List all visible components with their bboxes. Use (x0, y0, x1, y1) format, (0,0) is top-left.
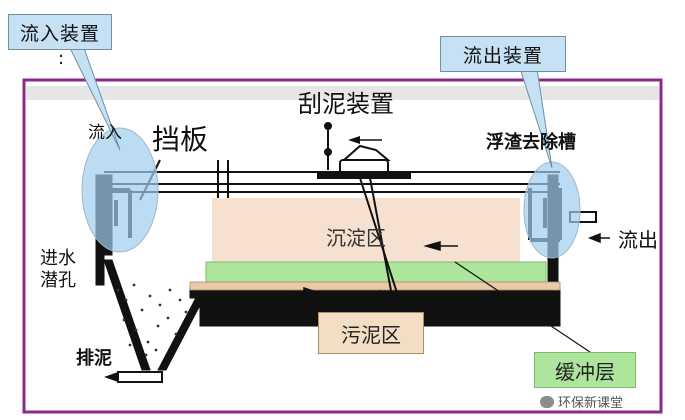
inflow-device-label: 流入装置 (19, 22, 100, 45)
buffer-layer-fill (205, 261, 547, 283)
outflow-device-callout: 流出装置 (440, 36, 566, 72)
flow-arrows (292, 232, 610, 298)
scum-trough-label: 浮渣去除槽 (486, 132, 576, 153)
baffle-label: 挡板 (152, 123, 209, 156)
inlet-hole-label-2: 潜孔 (40, 270, 76, 291)
inflow-device-callout: 流入装置 (8, 14, 112, 50)
diagram-frame (22, 78, 663, 414)
scraper-mechanism (317, 122, 411, 297)
outflow-highlight (523, 161, 581, 259)
watermark: 环保新课堂 (540, 392, 623, 411)
sludge-discharge-label: 排泥 (76, 348, 112, 369)
colon-mark: : (58, 48, 65, 69)
wechat-icon (540, 395, 554, 408)
outflow-label: 流出 (618, 228, 658, 252)
sludge-zone-label: 污泥区 (341, 322, 401, 347)
outflow-device-label: 流出装置 (462, 44, 543, 67)
scraper-label: 刮泥装置 (298, 90, 394, 118)
settling-zone-label: 沉淀区 (326, 226, 386, 250)
inlet-hole-label-1: 进水 (40, 248, 76, 269)
buffer-layer-label: 缓冲层 (555, 359, 615, 384)
sludge-strip-fill (189, 281, 561, 291)
inflow-label: 流入 (88, 123, 122, 143)
sludge-zone-box: 污泥区 (318, 312, 424, 354)
buffer-layer-box: 缓冲层 (534, 352, 636, 388)
watermark-text: 环保新课堂 (558, 396, 624, 411)
settling-zone-fill (212, 198, 520, 262)
hopper-sludge (116, 283, 188, 357)
inflow-highlight (81, 127, 159, 253)
